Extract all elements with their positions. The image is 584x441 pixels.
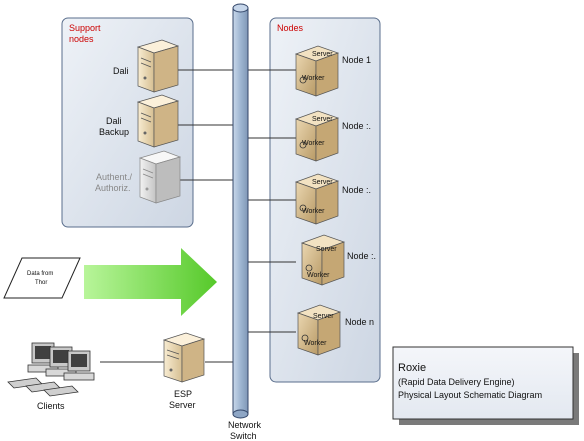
node-4-worker-tag: Worker: [307, 272, 330, 279]
node-4-label: Node :.: [347, 251, 376, 261]
client-computer-1: [7, 342, 59, 389]
server-authentication: Authent./ Authoriz.: [95, 150, 182, 204]
roxie-node-2: Server Worker Node :.: [294, 110, 371, 162]
node-n-server-tag: Server: [313, 313, 334, 320]
esp-label-line1: ESP: [174, 389, 192, 399]
roxie-node-1: Server Worker Node 1: [294, 45, 371, 97]
roxie-node-n: Server Worker Node n: [296, 304, 374, 356]
connection-lines: [100, 69, 296, 363]
node-4-server-tag: Server: [316, 246, 337, 253]
data-from-thor-line2: Thor: [35, 280, 47, 286]
client-computer-2: [25, 346, 77, 393]
legend-title: Roxie: [398, 362, 426, 374]
node-1-worker-tag: Worker: [302, 75, 325, 82]
data-from-thor: Data from Thor: [3, 257, 81, 299]
support-panel-title-line1: Support: [69, 23, 101, 33]
server-dali: Dali: [113, 39, 180, 93]
node-1-server-tag: Server: [312, 51, 333, 58]
node-3-label: Node :.: [342, 185, 371, 195]
auth-label-line2: Authoriz.: [95, 183, 131, 193]
node-2-worker-tag: Worker: [302, 140, 325, 147]
roxie-node-4: Server Worker Node :.: [300, 234, 376, 286]
esp-server: ESP Server: [162, 332, 206, 410]
data-flow-arrow: [84, 248, 217, 316]
node-3-server-tag: Server: [312, 179, 333, 186]
client-computer-3: [43, 350, 95, 397]
legend-line2: Physical Layout Schematic Diagram: [398, 390, 542, 400]
legend-line1: (Rapid Data Delivery Engine): [398, 377, 515, 387]
esp-label-line2: Server: [169, 400, 196, 410]
auth-label-line1: Authent./: [96, 172, 133, 182]
clients-label: Clients: [37, 401, 65, 411]
dali-backup-label-line1: Dali: [106, 116, 122, 126]
node-n-label: Node n: [345, 317, 374, 327]
switch-label-line1: Network: [228, 420, 262, 430]
data-from-thor-line1: Data from: [27, 271, 53, 277]
node-2-server-tag: Server: [312, 116, 333, 123]
node-n-worker-tag: Worker: [304, 340, 327, 347]
legend-box: Roxie (Rapid Data Delivery Engine) Physi…: [392, 346, 579, 425]
nodes-panel-title: Nodes: [277, 23, 304, 33]
clients-workstations: Clients: [7, 342, 95, 411]
roxie-node-3: Server Worker Node :.: [294, 173, 371, 225]
dali-backup-label-line2: Backup: [99, 127, 129, 137]
node-2-label: Node :.: [342, 121, 371, 131]
dali-label: Dali: [113, 66, 129, 76]
server-dali-backup: Dali Backup: [99, 94, 180, 148]
node-1-label: Node 1: [342, 55, 371, 65]
switch-label-line2: Switch: [230, 431, 257, 441]
node-3-worker-tag: Worker: [302, 208, 325, 215]
support-panel-title-line2: nodes: [69, 34, 94, 44]
network-switch: Network Switch: [228, 3, 262, 441]
